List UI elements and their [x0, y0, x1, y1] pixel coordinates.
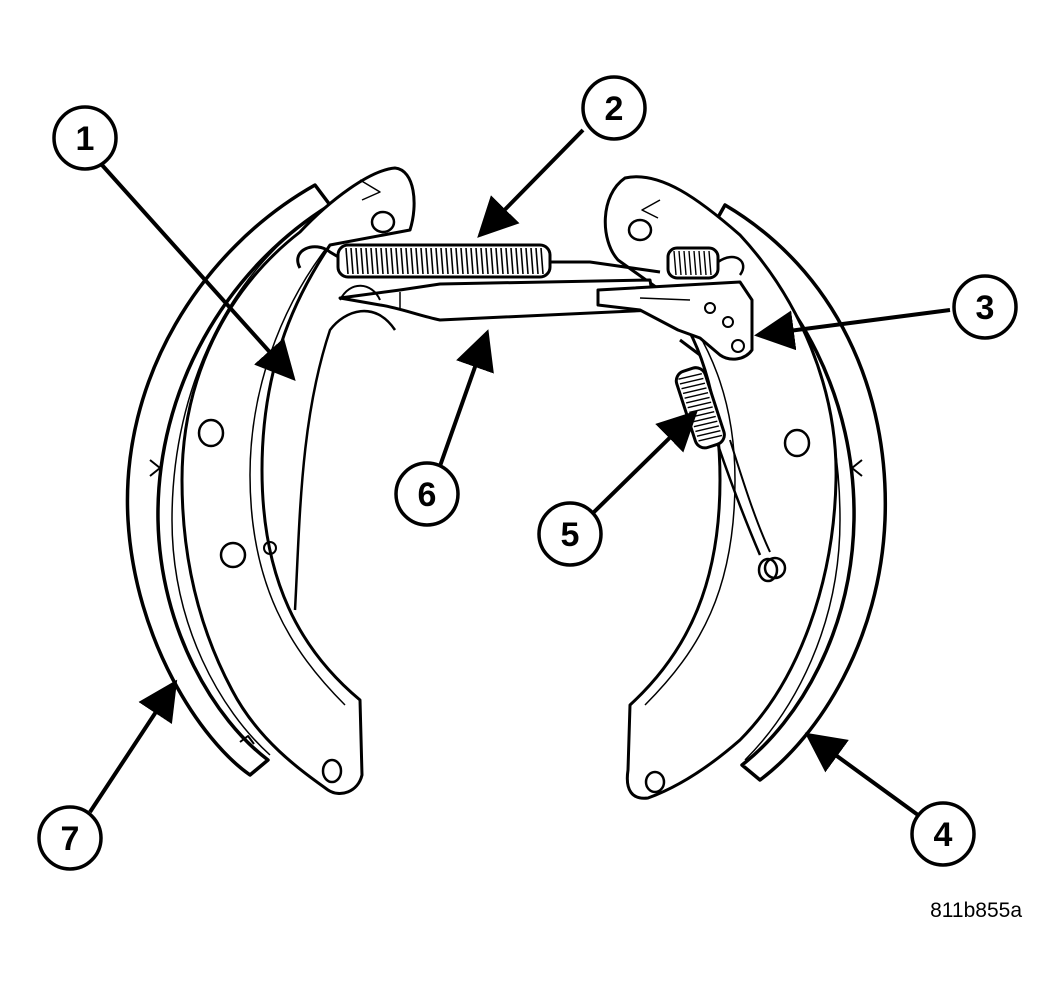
callout-arrows: [88, 128, 951, 817]
figure-id-label: 811b855a: [930, 899, 1022, 922]
spring-coil: [355, 247, 359, 275]
arrow-4: [804, 732, 920, 817]
spring-coil: [688, 250, 692, 276]
spring-coil: [500, 247, 504, 275]
callout-1: 1: [52, 105, 118, 171]
spring-coil: [360, 247, 364, 275]
spring-coil: [400, 247, 404, 275]
spring-coil: [678, 372, 703, 380]
spring-coil: [525, 247, 529, 275]
callout-7-label: 7: [61, 820, 80, 858]
arrow-6: [438, 329, 494, 467]
arrow-2: [477, 128, 585, 238]
callout-5-label: 5: [561, 516, 580, 554]
spring-coil: [679, 377, 704, 385]
callout-6-label: 6: [418, 476, 437, 514]
spring-coil: [540, 247, 544, 275]
spring-coil: [530, 247, 534, 275]
spring-coil: [385, 247, 389, 275]
spring-coil: [425, 247, 429, 275]
spring-coil: [698, 434, 723, 442]
spring-coil: [678, 250, 682, 276]
spring-coil: [515, 247, 519, 275]
spring-coil: [490, 247, 494, 275]
spring-coil: [505, 247, 509, 275]
spring-coil: [682, 387, 707, 395]
spring-coil: [687, 401, 712, 409]
spring-coil: [440, 247, 444, 275]
spring-coil: [350, 247, 354, 275]
left-shoe-web: [180, 166, 416, 795]
spring-coil: [390, 247, 394, 275]
arrow-1: [100, 163, 296, 381]
spring-coil: [380, 247, 384, 275]
spring-coil: [696, 430, 721, 437]
callout-5: 5: [537, 501, 603, 567]
left-lining: [125, 183, 332, 777]
spring-coil: [703, 250, 707, 276]
right-lining: [710, 203, 888, 782]
arrow-5: [591, 410, 698, 515]
spring-coil: [415, 247, 419, 275]
callout-2-label: 2: [605, 90, 624, 128]
adjuster-lever-assembly: [596, 246, 754, 361]
spring-coil: [435, 247, 439, 275]
spring-coil: [470, 247, 474, 275]
spring-coil: [485, 247, 489, 275]
callout-markers: 1 2 3 4 5 6 7: [37, 75, 1018, 871]
spring-coil: [455, 247, 459, 275]
spring-coil: [695, 425, 720, 433]
spring-coil: [445, 247, 449, 275]
spring-coil: [465, 247, 469, 275]
spring-coil: [475, 247, 479, 275]
adjuster-strut: [338, 278, 657, 322]
spring-coil: [681, 382, 706, 390]
callout-1-label: 1: [76, 120, 95, 158]
spring-coil: [684, 391, 709, 399]
callout-4-label: 4: [934, 816, 953, 854]
spring-coil: [698, 250, 702, 276]
spring-coil: [685, 396, 710, 404]
upper-return-spring: [296, 243, 661, 279]
callout-6: 6: [394, 461, 460, 527]
spring-coil: [420, 247, 424, 275]
callout-3-label: 3: [976, 289, 995, 327]
spring-coil: [395, 247, 399, 275]
spring-coil: [370, 247, 374, 275]
spring-coil: [460, 247, 464, 275]
callout-3: 3: [952, 274, 1018, 340]
callout-7: 7: [37, 805, 103, 871]
spring-coil: [410, 247, 414, 275]
left-brake-shoe: [125, 166, 416, 795]
spring-coil: [520, 247, 524, 275]
spring-coil: [375, 247, 379, 275]
callout-4: 4: [910, 801, 976, 867]
spring-coil: [693, 250, 697, 276]
spring-coil: [510, 247, 514, 275]
spring-coil: [405, 247, 409, 275]
arrow-7: [88, 679, 178, 814]
spring-coil: [535, 247, 539, 275]
spring-coil: [345, 247, 349, 275]
spring-coil: [673, 250, 677, 276]
spring-coil: [495, 247, 499, 275]
spring-coil: [430, 247, 434, 275]
spring-coil: [683, 250, 687, 276]
spring-coil: [708, 250, 712, 276]
callout-2: 2: [581, 75, 647, 141]
spring-coil: [450, 247, 454, 275]
spring-coil: [480, 247, 484, 275]
spring-coil: [365, 247, 369, 275]
arrow-3: [754, 308, 951, 351]
